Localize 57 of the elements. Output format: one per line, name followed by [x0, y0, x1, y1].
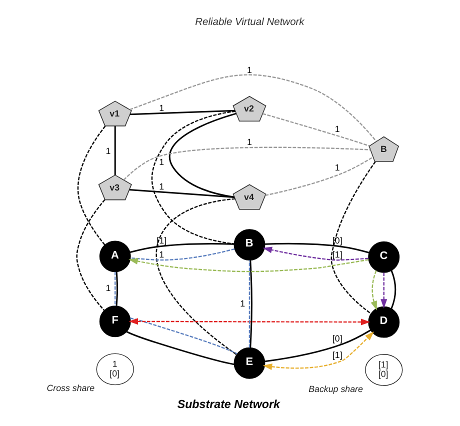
edge-label: 1: [247, 137, 252, 148]
connector: [151, 110, 236, 244]
connector: [114, 272, 116, 306]
node-circle: A: [99, 240, 131, 272]
edge-label: [1]: [332, 350, 342, 360]
edge-label: 1: [159, 182, 164, 192]
connector: [129, 188, 234, 198]
connector: [390, 270, 396, 309]
connector: [264, 330, 371, 362]
edge-label: 1: [334, 162, 340, 173]
connector: [265, 156, 374, 196]
edge-label: 1: [247, 64, 252, 75]
edge-label: 1: [106, 283, 111, 294]
edge-label: [1]: [332, 249, 342, 260]
node-label: Backup share: [308, 384, 363, 394]
edge-label: 1: [334, 124, 340, 134]
arrow: [128, 258, 369, 272]
connector: [130, 243, 234, 253]
arrow: [370, 270, 377, 310]
edge-label: 1: [159, 103, 164, 114]
node-ellipse: [1] [0]: [365, 354, 403, 386]
arrow: [380, 272, 388, 308]
connector: [250, 260, 253, 348]
node-label: Cross share: [46, 383, 95, 394]
node-circle: C: [368, 241, 400, 273]
node-circle: F: [99, 306, 131, 338]
edge-label: 1: [159, 249, 164, 260]
edge-label: [0]: [332, 333, 342, 344]
connector: [130, 74, 377, 142]
node-circle: D: [368, 306, 400, 338]
connector: [126, 331, 234, 366]
connector: [123, 146, 370, 180]
connector: [265, 242, 370, 254]
arrow: [128, 318, 370, 326]
connector: [77, 126, 106, 246]
edge-label: 1: [240, 298, 246, 308]
arrow: [262, 246, 368, 261]
node-circle: E: [234, 347, 266, 379]
connector: [130, 110, 236, 116]
arrow: [262, 331, 374, 370]
node-ellipse: 1 [0]: [96, 353, 134, 386]
connector: [116, 272, 118, 306]
connector: [76, 199, 106, 311]
edge-label: 1: [106, 146, 111, 156]
connector: [248, 260, 250, 348]
edge-label: [1]: [156, 236, 167, 246]
edge-label: 1: [159, 157, 164, 168]
caption: Substrate Network: [177, 398, 280, 411]
connector: [156, 198, 237, 356]
connector: [169, 112, 236, 198]
connector: [130, 248, 235, 261]
connector: [262, 113, 370, 146]
connector: [114, 126, 116, 175]
label: Reliable Virtual Network: [195, 16, 304, 28]
node-circle: B: [234, 229, 266, 261]
connector: [330, 161, 376, 314]
connector: [130, 318, 238, 354]
